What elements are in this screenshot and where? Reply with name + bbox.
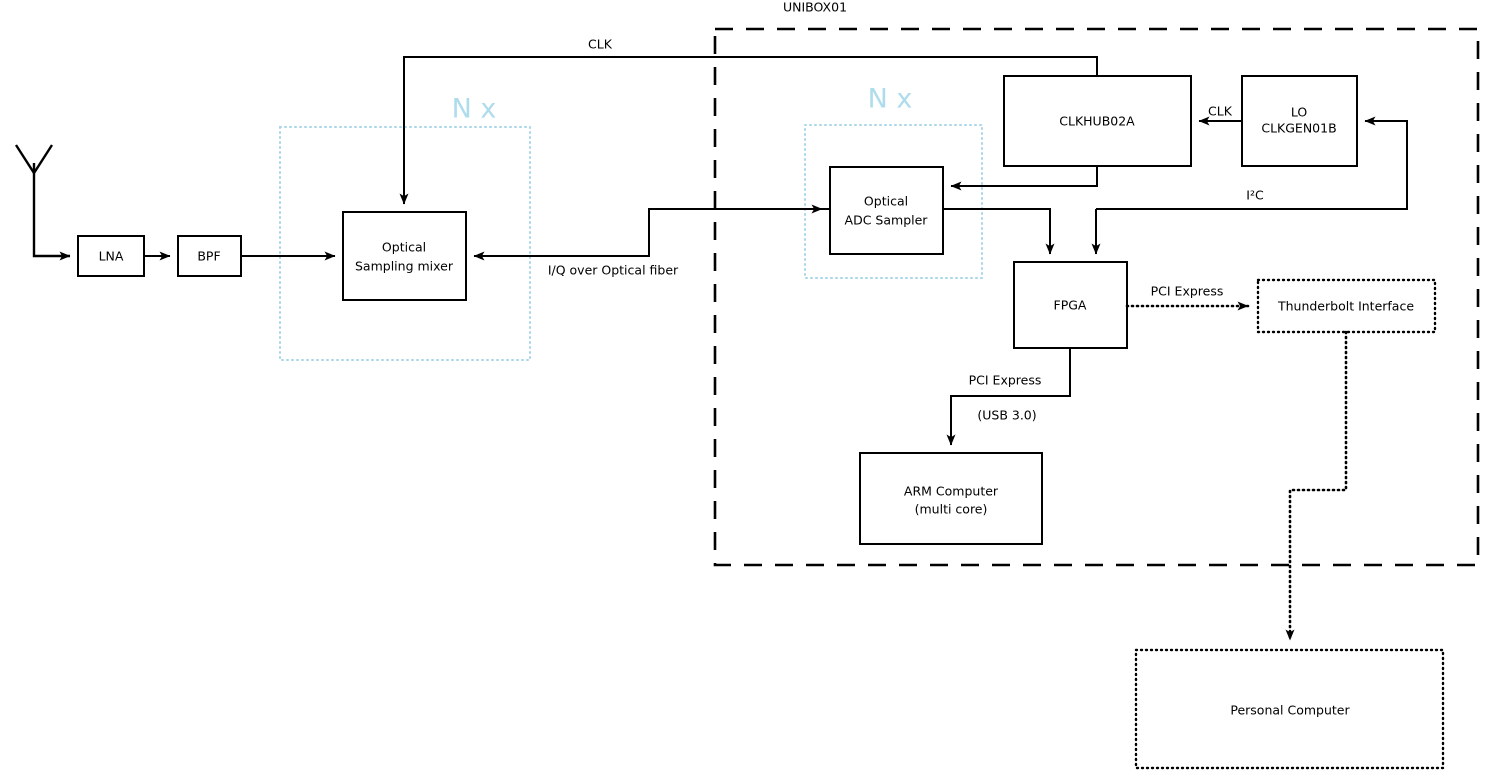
wire-adc-to-fpga — [943, 208, 1055, 255]
block-clkhub02a-label: CLKHUB02A — [1059, 114, 1135, 129]
block-arm-label-line2: (multi core) — [915, 502, 988, 517]
block-personal-computer-label: Personal Computer — [1230, 703, 1350, 718]
block-lo-label-line2: CLKGEN01B — [1261, 121, 1336, 136]
wire-iq-optical-fiber-label: I/Q over Optical fiber — [548, 263, 679, 278]
group-left-nx-label: N x — [452, 94, 497, 125]
block-mixer-label-line1: Optical — [382, 240, 426, 255]
wire-clk-top-label: CLK — [588, 37, 613, 52]
block-clkhub02a — [1003, 75, 1192, 167]
block-adc-label-line2: ADC Sampler — [845, 213, 929, 228]
block-bpf-label: BPF — [197, 249, 220, 264]
block-arm-computer — [859, 452, 1043, 545]
unibox01-label: UNIBOX01 — [783, 0, 847, 15]
antenna-icon — [14, 144, 70, 258]
wire-clkhub-to-adc — [950, 166, 1098, 191]
block-lna-label: LNA — [99, 249, 124, 264]
block-arm-label-line1: ARM Computer — [904, 484, 999, 499]
block-lo-label-line1: LO — [1291, 105, 1308, 120]
block-thunderbolt-interface — [1256, 278, 1437, 334]
block-thunderbolt-label: Thunderbolt Interface — [1277, 299, 1414, 314]
block-mixer-label-line2: Sampling mixer — [355, 259, 454, 274]
wire-i2c — [1096, 116, 1408, 210]
block-optical-adc-sampler — [829, 166, 944, 255]
block-lo-clkgen01b — [1241, 75, 1358, 167]
wire-iq-optical-fiber — [473, 208, 830, 261]
wire-usb3-label: (USB 3.0) — [977, 408, 1036, 423]
block-lna — [77, 235, 145, 277]
wire-pcie-arm-label: PCI Express — [969, 373, 1042, 388]
wire-thunderbolt-to-pc — [1285, 330, 1348, 642]
wire-clk-hub-to-mixer — [399, 56, 1098, 205]
block-adc-label-line1: Optical — [864, 194, 908, 209]
wire-fpga-to-arm — [946, 348, 1071, 446]
block-fpga-label: FPGA — [1054, 298, 1087, 313]
group-right-nx-label: N x — [868, 84, 913, 115]
block-bpf — [177, 235, 242, 277]
wire-pcie-thunderbolt-label: PCI Express — [1151, 284, 1224, 299]
block-optical-sampling-mixer — [342, 211, 467, 301]
wire-clk-lo-hub-label: CLK — [1208, 104, 1233, 119]
block-personal-computer — [1134, 648, 1445, 770]
wire-i2c-label: I²C — [1246, 188, 1264, 203]
unibox01-enclosure — [713, 27, 1480, 567]
